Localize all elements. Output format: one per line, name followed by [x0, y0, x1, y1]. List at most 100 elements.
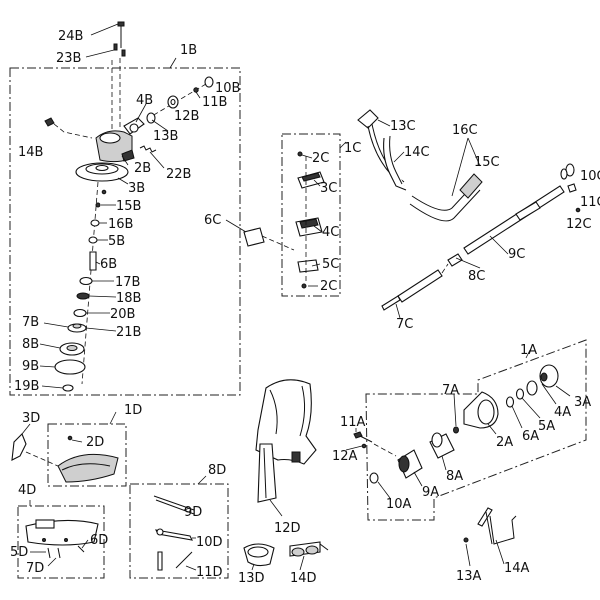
label-1c: 1C — [344, 141, 361, 156]
clip-6d — [77, 545, 85, 553]
screw-15b — [95, 202, 101, 208]
label-17b: 17B — [115, 275, 140, 290]
ring-5a — [515, 388, 525, 400]
label-15c: 15C — [474, 155, 500, 170]
screwdriver-11d — [157, 551, 163, 571]
bushing-20b — [73, 308, 87, 318]
label-15b: 15B — [116, 199, 141, 214]
group-8d-box — [129, 483, 229, 579]
label-11d: 11D — [196, 565, 223, 580]
group-1d-lower-box — [17, 505, 105, 579]
coupling-8c — [447, 253, 463, 267]
handle-pipe-14c — [383, 137, 407, 191]
label-3b: 3B — [128, 181, 145, 196]
bracket-3d — [11, 433, 27, 461]
label-13c: 13C — [390, 119, 416, 134]
label-10d: 10D — [196, 535, 223, 550]
label-3a: 3A — [574, 395, 591, 410]
spacer-5b — [88, 236, 98, 244]
clamp-11c — [567, 183, 577, 193]
group-1a-box — [365, 339, 587, 521]
group-1c-leaders — [225, 119, 509, 319]
label-11b: 11B — [202, 95, 227, 110]
label-11c: 11C — [580, 195, 600, 210]
label-10b: 10B — [215, 81, 240, 96]
bracket-14a — [477, 507, 493, 527]
accessory-leaders — [251, 499, 305, 571]
group-1d-leaders — [21, 411, 117, 567]
label-14c: 14C — [404, 145, 430, 160]
label-16b: 16B — [108, 217, 133, 232]
spring-22b — [139, 145, 157, 153]
label-7d: 7D — [26, 561, 44, 576]
label-9a: 9A — [422, 485, 439, 500]
label-13d: 13D — [238, 571, 265, 586]
spring-12a — [361, 443, 367, 449]
screw-23b-left — [113, 43, 118, 51]
group-1d-parts — [11, 433, 119, 559]
group-1a-leaders — [345, 349, 571, 567]
label-2d: 2D — [86, 435, 104, 450]
label-2b: 2B — [134, 161, 151, 176]
label-6d: 6D — [90, 533, 108, 548]
group-8d-tools — [153, 495, 195, 571]
washer-18b — [76, 292, 90, 300]
screw-23b-right — [121, 49, 126, 57]
label-4c: 4C — [322, 225, 339, 240]
screws-5d-7d — [47, 547, 61, 559]
label-10c: 10C — [580, 169, 600, 184]
label-13b: 13B — [153, 129, 178, 144]
label-12a: 12A — [332, 449, 358, 464]
pin-12c — [575, 207, 581, 213]
label-2a: 2A — [496, 435, 513, 450]
label-6c: 6C — [204, 213, 221, 228]
washer-16b — [90, 219, 100, 227]
label-1d: 1D — [124, 403, 142, 418]
label-19b: 19B — [14, 379, 39, 394]
label-8c: 8C — [468, 269, 485, 284]
labels: 24B 23B 1B 4B 10B 11B 12B 13B 14B 2B 22B… — [10, 29, 600, 586]
inner-shaft-7c — [397, 269, 443, 303]
clip-5c — [297, 259, 319, 273]
group-1a-parts — [353, 364, 559, 545]
label-1a: 1A — [520, 343, 537, 358]
label-12b: 12B — [174, 109, 199, 124]
group-1b-leaders — [39, 23, 201, 389]
label-11a: 11A — [340, 415, 366, 430]
screw-11a — [353, 431, 363, 439]
label-8d: 8D — [208, 463, 226, 478]
label-9d: 9D — [184, 505, 202, 520]
label-24b: 24B — [58, 29, 83, 44]
label-23b: 23B — [56, 51, 81, 66]
label-2c-bottom: 2C — [320, 279, 337, 294]
washer-17b — [79, 276, 93, 286]
main-shaft-9c — [463, 185, 565, 255]
label-12c: 12C — [566, 217, 592, 232]
group-1c-parts — [243, 109, 581, 311]
bolt-13a — [463, 537, 469, 543]
cap-3a — [539, 364, 559, 388]
label-2c-top: 2C — [312, 151, 329, 166]
screw-2c-top — [297, 151, 303, 157]
label-14a: 14A — [504, 561, 530, 576]
group-1d-upper-box — [47, 423, 127, 487]
label-5d: 5D — [10, 545, 28, 560]
label-1b: 1B — [180, 43, 197, 58]
label-7c: 7C — [396, 317, 413, 332]
screw-2d — [67, 435, 73, 441]
washer-10a — [369, 472, 379, 484]
grip-6c — [243, 227, 265, 247]
washer-6a — [505, 396, 515, 408]
label-20b: 20B — [110, 307, 135, 322]
label-3d: 3D — [22, 411, 40, 426]
label-12d: 12D — [274, 521, 301, 536]
accessories — [243, 379, 329, 567]
label-9b: 9B — [22, 359, 39, 374]
pin-11b — [193, 87, 199, 93]
label-16c: 16C — [452, 123, 478, 138]
label-8b: 8B — [22, 337, 39, 352]
shaft-6b — [89, 251, 97, 271]
label-7a: 7A — [442, 383, 459, 398]
bolt-7a — [453, 426, 459, 434]
label-10a: 10A — [386, 497, 412, 512]
